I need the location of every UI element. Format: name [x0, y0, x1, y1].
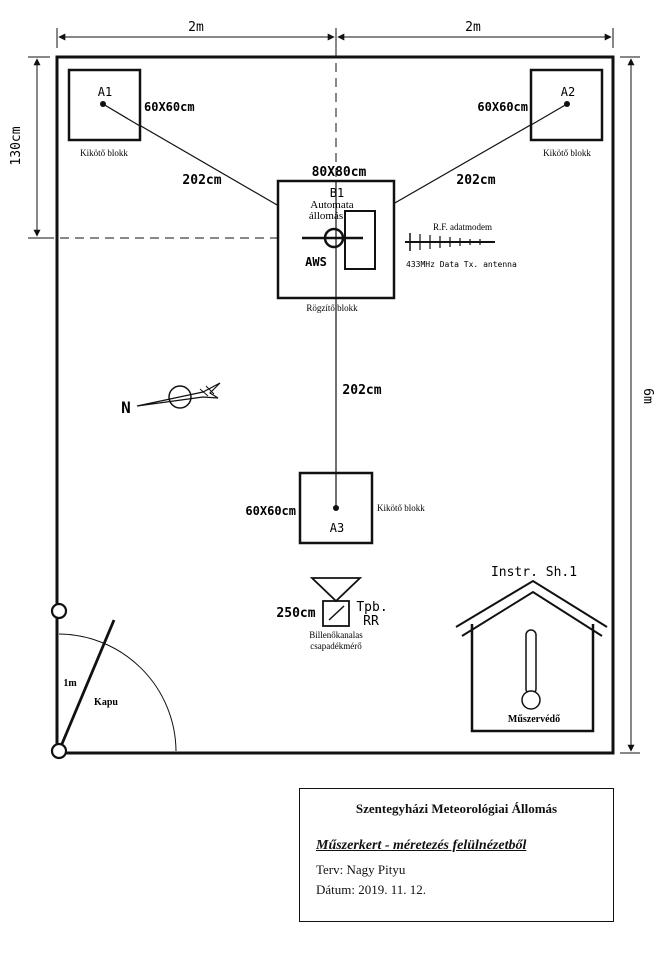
block-a3-size: 60X60cm [245, 504, 296, 518]
block-a2: A2 60X60cm Kikötő blokk [477, 68, 604, 158]
north-compass-icon [136, 382, 221, 409]
shelter-title: Instr. Sh.1 [491, 565, 577, 580]
compass-north-label: N [121, 398, 131, 417]
gate-icon [50, 602, 177, 760]
block-a2-caption: Kikötő blokk [543, 148, 591, 158]
station-line2: állomás [309, 210, 343, 222]
garden-boundary [55, 55, 615, 755]
rain-gauge-code-2: RR [363, 614, 379, 629]
rain-gauge-distance: 250cm [276, 606, 315, 621]
block-a2-label: A2 [561, 85, 575, 99]
antenna-label: 433MHz Data Tx. antenna [406, 260, 517, 269]
block-a1-size: 60X60cm [144, 100, 195, 114]
rain-gauge-caption-2: csapadékmérő [310, 641, 362, 651]
gate-hinge-bottom [50, 742, 68, 760]
gate-label: Kapu [94, 697, 118, 708]
height-total-label: 6m [640, 388, 655, 404]
aws-mast-icon [323, 227, 345, 249]
width-right-label: 2m [465, 20, 481, 35]
block-a1: A1 60X60cm Kikötő blokk [67, 68, 195, 158]
thermometer-icon [521, 629, 541, 710]
left-height-dimension: 130cm [9, 56, 50, 239]
instrument-shelter [455, 579, 608, 733]
antenna-modem-label: R.F. adatmodem [433, 222, 492, 232]
aws-label: AWS [305, 255, 327, 269]
distance-a1-b1: 202cm [182, 173, 221, 188]
drawing-subtitle: Műszerkert - méretezés felülnézetből [316, 838, 527, 853]
top-dimension: 2m 2m [56, 20, 614, 48]
block-b1: 80X80cm B1 Automata állomás AWS Rögzítő … [276, 165, 396, 313]
drawing-date: Dátum: 2019. 11. 12. [316, 882, 427, 897]
block-a2-size: 60X60cm [477, 100, 528, 114]
height-top-label: 130cm [9, 126, 24, 165]
designer: Terv: Nagy Pityu [316, 862, 406, 877]
block-a1-label: A1 [98, 85, 112, 99]
block-a3-caption: Kikötő blokk [377, 503, 425, 513]
shelter-caption: Műszervédő [508, 714, 560, 725]
gate-width-label: 1m [63, 678, 77, 689]
distance-a2-b1: 202cm [456, 173, 495, 188]
station-line1: Automata [310, 199, 353, 211]
station-name: Szentegyházi Meteorológiai Állomás [355, 801, 558, 816]
rain-gauge-icon [309, 577, 363, 627]
title-block: Szentegyházi Meteorológiai Állomás Műsze… [299, 788, 614, 922]
block-b1-caption: Rögzítő blokk [306, 303, 358, 313]
gate-hinge-top [50, 602, 68, 620]
block-a1-caption: Kikötő blokk [80, 148, 128, 158]
rain-gauge-caption-1: Billenőkanalas [309, 630, 363, 640]
data-logger-box [344, 210, 376, 270]
distance-b1-a3: 202cm [342, 383, 381, 398]
block-a3: A3 60X60cm Kikötő blokk [245, 471, 425, 545]
block-a3-label: A3 [330, 521, 344, 535]
antenna-icon [405, 233, 495, 251]
width-left-label: 2m [188, 20, 204, 35]
block-b1-label: B1 [330, 186, 344, 200]
block-b1-size: 80X80cm [312, 165, 367, 180]
rain-gauge-code-1: Tpb. [356, 600, 387, 615]
right-height-dimension: 6m [620, 56, 655, 754]
